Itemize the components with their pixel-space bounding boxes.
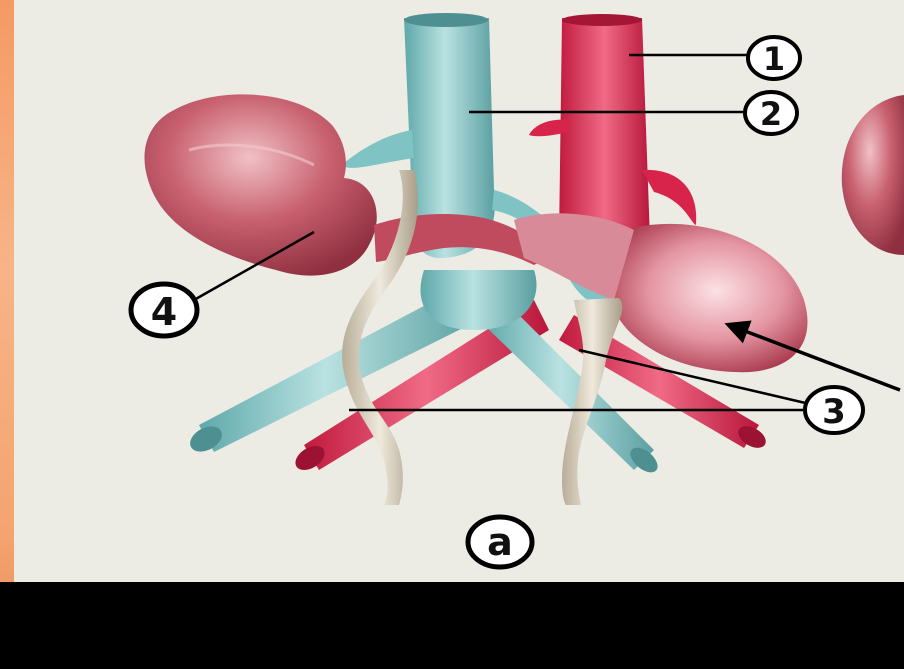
panel-label-text: a <box>487 520 513 564</box>
slide-edge-strip <box>0 0 14 669</box>
panel-label-a: a <box>468 517 532 567</box>
renal-vessels-illustration: 1 2 3 4 a <box>14 0 904 582</box>
callout-4-label: 4 <box>151 290 177 334</box>
callout-3: 3 <box>805 387 863 433</box>
callout-4: 4 <box>131 284 197 336</box>
callout-1-label: 1 <box>763 40 785 78</box>
callout-1: 1 <box>748 37 800 79</box>
callout-3-label: 3 <box>822 392 846 432</box>
callout-2-label: 2 <box>760 95 782 133</box>
bottom-black-bar <box>0 582 904 669</box>
callout-2: 2 <box>745 92 797 134</box>
